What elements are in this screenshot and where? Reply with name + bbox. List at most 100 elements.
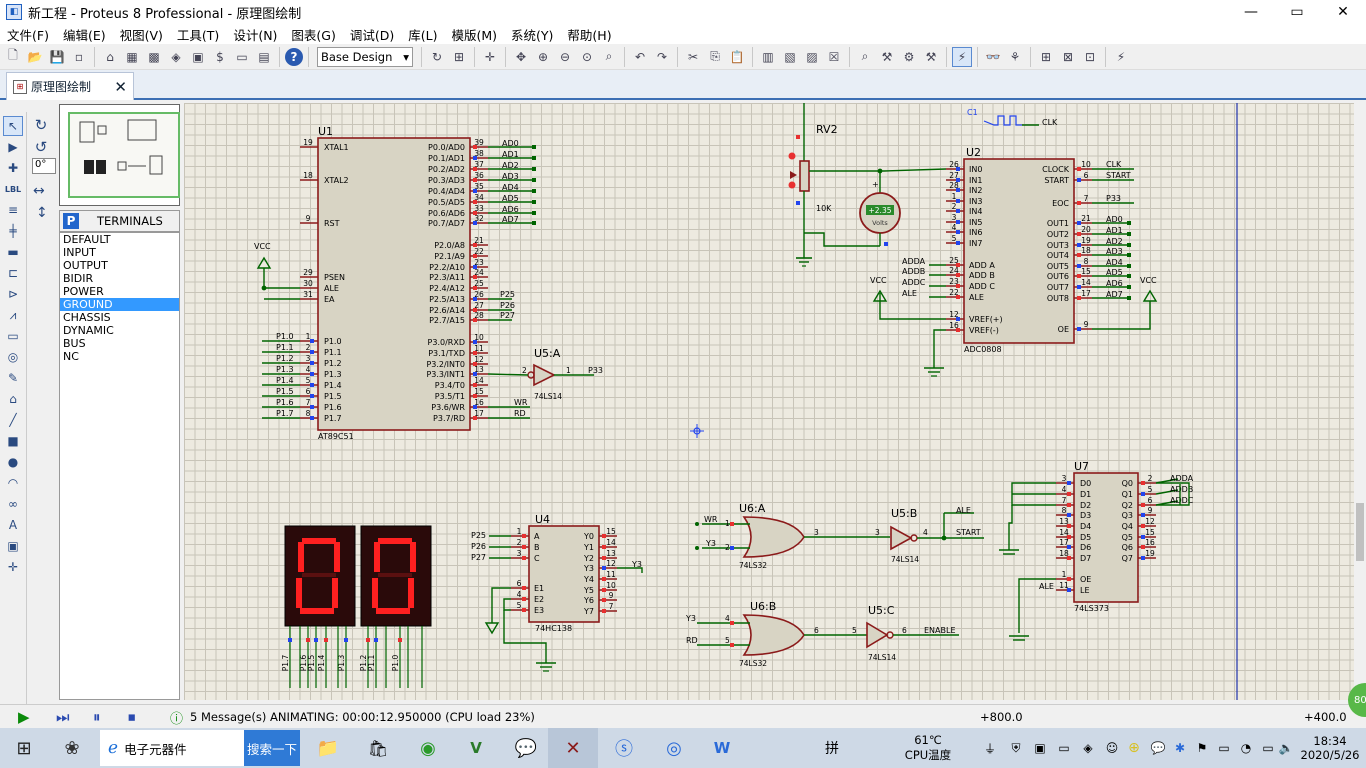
packaging-icon[interactable]: ⚙ xyxy=(903,49,915,64)
origin-icon[interactable]: ✛ xyxy=(484,49,496,64)
path-icon[interactable]: ∞ xyxy=(8,497,18,511)
windows-start-icon[interactable]: ⊞ xyxy=(16,737,32,759)
undo-icon[interactable]: ↶ xyxy=(634,49,646,64)
save-icon[interactable]: 💾 xyxy=(49,49,65,64)
v-app-icon[interactable]: V xyxy=(470,739,482,757)
box-icon[interactable]: ■ xyxy=(7,434,19,448)
terminal-mode-icon[interactable]: ⊏ xyxy=(7,266,19,280)
zoom-all-icon[interactable]: ⊙ xyxy=(581,49,593,64)
search-button[interactable]: 搜索一下 xyxy=(244,730,300,766)
terminal-item-input[interactable]: INPUT xyxy=(63,246,96,259)
open-folder-icon[interactable]: 📂 xyxy=(27,49,43,64)
wechat-icon[interactable]: 💬 xyxy=(514,737,538,759)
terminal-item-bus[interactable]: BUS xyxy=(63,337,86,350)
probe-icon[interactable]: ✎ xyxy=(7,371,19,385)
pause-icon[interactable]: ⏸ xyxy=(93,708,101,726)
browser-360-icon[interactable]: ◉ xyxy=(420,737,436,759)
zoom-in-icon[interactable]: ⊕ xyxy=(537,49,549,64)
overview-viewport[interactable] xyxy=(68,112,180,198)
battery-icon[interactable]: ▭ xyxy=(1218,741,1230,755)
user-icon[interactable]: ☺ xyxy=(1105,741,1119,755)
plus-icon[interactable]: ⊕ xyxy=(1128,740,1140,756)
display-icon[interactable]: ▭ xyxy=(1262,741,1274,755)
3d-icon[interactable]: ◈ xyxy=(171,49,181,64)
notes-icon[interactable]: ▤ xyxy=(258,49,270,64)
play-icon[interactable]: ▶ xyxy=(18,708,30,726)
block-rotate-icon[interactable]: ▨ xyxy=(806,49,818,64)
terminal-item-dynamic[interactable]: DYNAMIC xyxy=(63,324,114,337)
menu-item-2[interactable]: 视图(V) xyxy=(119,27,163,43)
remove-sheet-icon[interactable]: ⊠ xyxy=(1062,49,1074,64)
home-icon[interactable]: ⌂ xyxy=(106,49,114,64)
menu-item-5[interactable]: 图表(G) xyxy=(291,27,336,43)
search-tag-icon[interactable]: 👓 xyxy=(985,49,1001,64)
terminal-item-bidir[interactable]: BIDIR xyxy=(63,272,94,285)
pan-icon[interactable]: ✥ xyxy=(515,49,527,64)
zoom-area-icon[interactable]: ⌕ xyxy=(605,49,613,63)
netlist-icon[interactable]: ⚡ xyxy=(1116,49,1126,64)
marker-icon[interactable]: ✛ xyxy=(7,560,19,574)
security-icon[interactable]: ⛨ xyxy=(1011,740,1021,755)
instrument-icon[interactable]: ⌂ xyxy=(9,392,17,406)
bluetooth-icon[interactable]: ✱ xyxy=(1174,741,1186,755)
search-input[interactable]: 电子元器件 xyxy=(124,741,187,757)
file-explorer-icon[interactable]: 📁 xyxy=(316,737,340,759)
pick-mode-icon[interactable]: P xyxy=(63,213,79,229)
menu-item-4[interactable]: 设计(N) xyxy=(233,27,278,43)
bom-icon[interactable]: $ xyxy=(216,49,224,64)
terminal-item-output[interactable]: OUTPUT xyxy=(63,259,108,272)
text-icon[interactable]: A xyxy=(8,518,18,532)
scrollbar-thumb[interactable] xyxy=(1356,503,1364,561)
rotate-ccw-icon[interactable]: ↺ xyxy=(34,138,48,156)
menu-item-6[interactable]: 调试(D) xyxy=(349,27,395,43)
step-icon[interactable]: ⏭ xyxy=(56,708,70,726)
menu-item-8[interactable]: 模版(M) xyxy=(451,27,498,43)
goto-sheet-icon[interactable]: ⊡ xyxy=(1084,49,1096,64)
network-icon[interactable]: ▣ xyxy=(1034,741,1046,755)
symbol-icon[interactable]: ▣ xyxy=(7,539,19,553)
new-sheet-icon[interactable]: ⊞ xyxy=(1040,49,1052,64)
vertical-scrollbar[interactable] xyxy=(1354,103,1366,700)
arc-icon[interactable]: ◠ xyxy=(7,476,19,490)
cut-icon[interactable]: ✂ xyxy=(687,49,699,64)
menu-item-0[interactable]: 文件(F) xyxy=(7,27,49,43)
line-icon[interactable]: ╱ xyxy=(9,413,17,427)
tab-close-icon[interactable]: ✕ xyxy=(114,77,127,96)
redo-icon[interactable]: ↷ xyxy=(656,49,668,64)
flag-icon[interactable]: ⚑ xyxy=(1196,741,1208,755)
menu-item-10[interactable]: 帮助(H) xyxy=(567,27,612,43)
stop-icon[interactable]: ⏹ xyxy=(128,708,136,726)
terminal-item-nc[interactable]: NC xyxy=(63,350,79,363)
pcb-icon[interactable]: ▩ xyxy=(148,49,160,64)
volume-icon[interactable]: 🔈 xyxy=(1278,741,1294,755)
refresh-icon[interactable]: ↻ xyxy=(431,49,443,64)
generator-icon[interactable]: ◎ xyxy=(7,350,19,364)
grid-icon[interactable]: ⊞ xyxy=(453,49,465,64)
block-move-icon[interactable]: ▧ xyxy=(784,49,796,64)
rotation-angle-field[interactable]: 0° xyxy=(32,158,56,174)
s-app-icon[interactable]: ⓢ xyxy=(615,739,633,760)
gerber-icon[interactable]: ▣ xyxy=(192,49,204,64)
terminal-item-ground[interactable]: GROUND xyxy=(60,298,179,311)
schematic-icon[interactable]: ▦ xyxy=(126,49,138,64)
select-mode-icon[interactable]: ↖ xyxy=(3,116,23,136)
taskbar-search[interactable]: ℯ 电子元器件 搜索一下 xyxy=(100,730,300,766)
copy-icon[interactable]: ⎘ xyxy=(710,49,720,63)
ime-indicator[interactable]: 拼 xyxy=(825,741,839,757)
rotate-cw-icon[interactable]: ↻ xyxy=(34,116,48,134)
tablet-icon[interactable]: ▭ xyxy=(1058,741,1070,755)
mirror-horizontal-icon[interactable]: ↔ xyxy=(33,183,45,199)
block-copy-icon[interactable]: ▥ xyxy=(762,49,774,64)
help-icon[interactable]: ? xyxy=(285,47,303,66)
terminal-item-default[interactable]: DEFAULT xyxy=(63,233,111,246)
wire-autorouter-icon[interactable]: ⚡ xyxy=(952,46,972,67)
terminal-item-power[interactable]: POWER xyxy=(63,285,104,298)
proteus-task-icon[interactable]: ✕ xyxy=(548,728,598,768)
close-button[interactable]: ✕ xyxy=(1337,4,1349,20)
wire-label-icon[interactable]: LBL xyxy=(4,184,22,194)
block-delete-icon[interactable]: ☒ xyxy=(828,49,840,64)
component-mode-icon[interactable]: ▶ xyxy=(8,140,18,154)
source-code-icon[interactable]: ▭ xyxy=(236,49,248,64)
property-tool-icon[interactable]: ⚘ xyxy=(1009,49,1021,64)
menu-item-7[interactable]: 库(L) xyxy=(408,27,438,43)
